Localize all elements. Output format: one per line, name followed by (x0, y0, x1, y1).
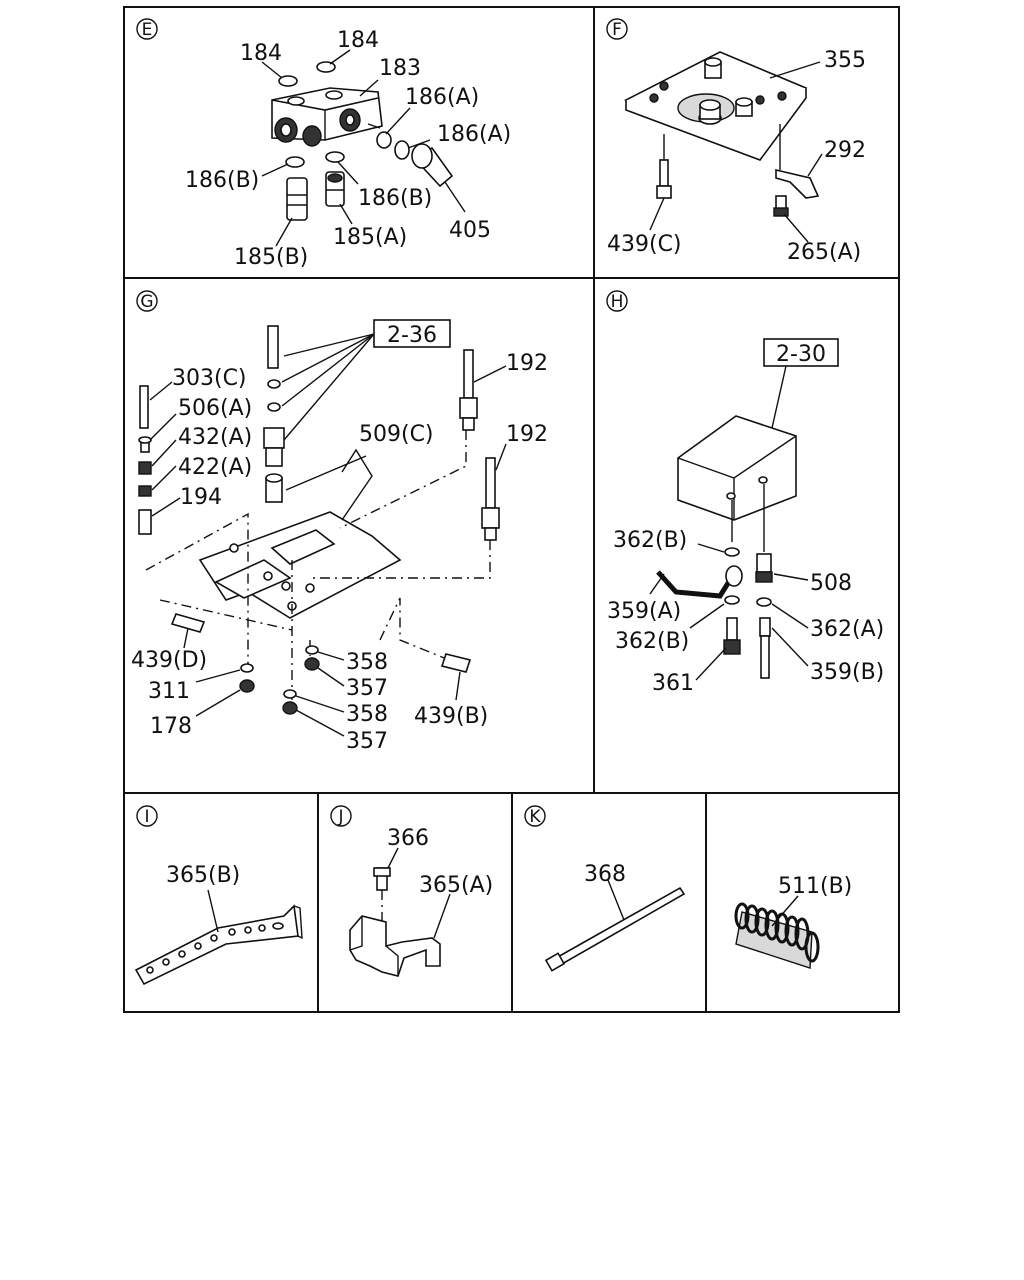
callout-265a: 265(A) (787, 240, 861, 265)
section-g-illustration (138, 319, 507, 737)
callout-186b-left: 186(B) (185, 168, 259, 193)
section-l-callouts: 511(B) (778, 874, 852, 899)
callout-194: 194 (180, 485, 222, 510)
section-h-callouts: 2-30 362(B) 508 359(A) 362(B) 362(A) 361… (607, 342, 884, 696)
svg-text:G: G (140, 292, 153, 312)
section-marker-k: K (524, 805, 546, 827)
ref-box-2-36 (373, 319, 451, 348)
callout-178: 178 (150, 714, 192, 739)
callout-508: 508 (810, 571, 852, 596)
callout-365b: 365(B) (166, 863, 240, 888)
callout-303c: 303(C) (172, 366, 247, 391)
callout-366: 366 (387, 826, 429, 851)
section-e-callouts: 184 184 183 186(A) 186(A) 186(B) 186(B) … (185, 28, 511, 270)
callout-439c: 439(C) (607, 232, 682, 257)
callout-359b: 359(B) (810, 660, 884, 685)
callout-185a: 185(A) (333, 225, 407, 250)
callout-506a: 506(A) (178, 396, 252, 421)
callout-511b: 511(B) (778, 874, 852, 899)
section-l-illustration (734, 895, 820, 969)
callout-509c: 509(C) (359, 422, 434, 447)
callout-183: 183 (379, 56, 421, 81)
section-marker-h: H (606, 290, 628, 312)
callout-422a: 422(A) (178, 455, 252, 480)
svg-text:I: I (144, 807, 149, 827)
section-marker-g: G (136, 290, 158, 312)
callout-362a: 362(A) (810, 617, 884, 642)
section-i-callouts: 365(B) (166, 863, 240, 888)
section-f-illustration (624, 51, 823, 243)
callout-186a: 186(A) (437, 122, 511, 147)
callout-186b-right: 186(B) (358, 186, 432, 211)
section-marker-e: E (136, 18, 158, 40)
section-k-illustration (544, 879, 686, 972)
section-e-illustration (261, 49, 466, 247)
callout-311: 311 (148, 679, 190, 704)
callout-439d: 439(D) (131, 648, 207, 673)
section-j-illustration (349, 847, 451, 977)
callout-439b: 439(B) (414, 704, 488, 729)
callout-357-a: 357 (346, 676, 388, 701)
callout-361: 361 (652, 671, 694, 696)
svg-text:F: F (612, 20, 622, 40)
section-f-callouts: 355 292 439(C) 265(A) (607, 48, 866, 265)
section-g-callouts: 2-36 192 192 303(C) 506(A) 432(A) 422(A)… (131, 323, 548, 754)
callout-365a: 365(A) (419, 873, 493, 898)
section-marker-i: I (136, 805, 158, 827)
svg-text:K: K (529, 807, 541, 827)
svg-text:E: E (142, 20, 153, 40)
section-marker-f: F (606, 18, 628, 40)
section-h-illustration (649, 338, 839, 681)
callout-358-a: 358 (346, 650, 388, 675)
callout-184-a: 184 (240, 41, 282, 66)
callout-362b-a: 362(B) (613, 528, 687, 553)
callout-192-a: 192 (506, 351, 548, 376)
ref-label-2-36: 2-36 (387, 323, 437, 348)
ref-box-2-30 (763, 338, 839, 367)
section-k-callouts: 368 (584, 862, 626, 887)
callout-292: 292 (824, 138, 866, 163)
section-j-callouts: 366 365(A) (387, 826, 493, 898)
callout-185b: 185(B) (234, 245, 308, 270)
callout-357-b: 357 (346, 729, 388, 754)
callout-362b-b: 362(B) (615, 629, 689, 654)
callout-184-b: 184 (337, 28, 379, 53)
section-i-illustration (134, 889, 303, 986)
callout-186a-top: 186(A) (405, 85, 479, 110)
callout-432a: 432(A) (178, 425, 252, 450)
callout-358-b: 358 (346, 702, 388, 727)
ref-label-2-30: 2-30 (776, 342, 826, 367)
callout-405: 405 (449, 218, 491, 243)
svg-text:H: H (611, 292, 624, 312)
callout-192-b: 192 (506, 422, 548, 447)
callout-355: 355 (824, 48, 866, 73)
section-marker-j: J (330, 805, 352, 827)
callout-368: 368 (584, 862, 626, 887)
callout-359a: 359(A) (607, 599, 681, 624)
svg-text:J: J (337, 807, 343, 827)
diagram-frame (123, 6, 900, 1013)
